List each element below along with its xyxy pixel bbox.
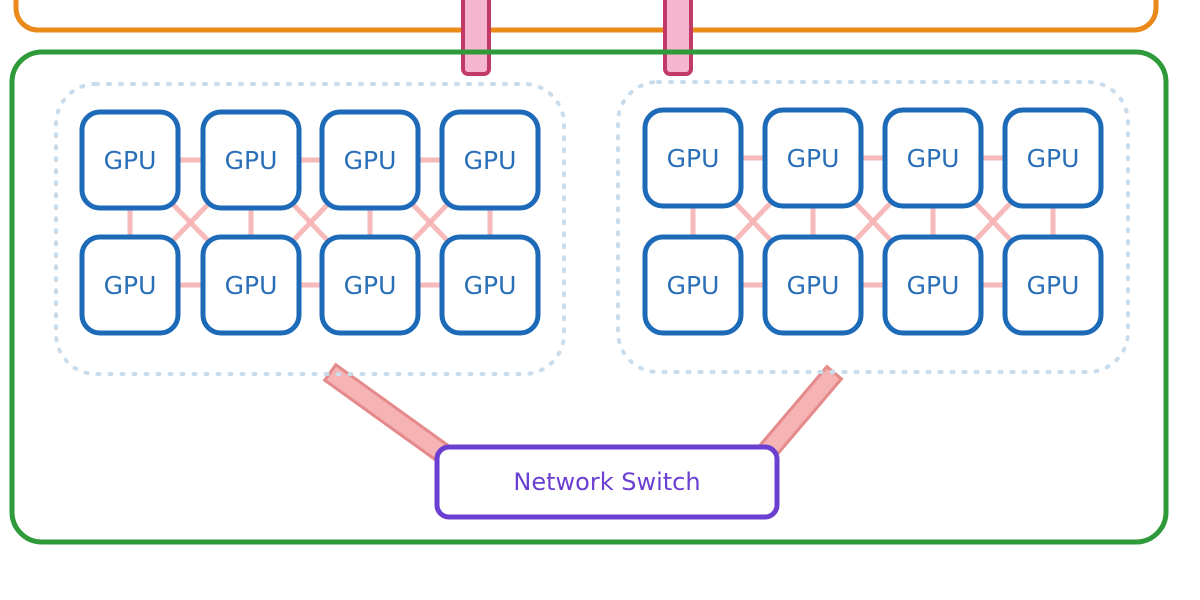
gpu-label: GPU <box>907 271 960 300</box>
gpu-box <box>1002 234 1104 336</box>
gpu-box <box>439 109 541 211</box>
switch-link <box>326 366 464 472</box>
gpu-group: GPU GPU GPU GPU GPU GPU GPU GPU <box>616 80 1130 374</box>
gpu-box <box>200 109 302 211</box>
upper-node-container <box>13 0 1159 33</box>
gpu-box <box>882 107 984 209</box>
gpu-label: GPU <box>667 271 720 300</box>
gpu-box <box>439 234 541 336</box>
gpu-box <box>762 234 864 336</box>
gpu-label: GPU <box>104 271 157 300</box>
gpu-tile: GPU <box>79 234 181 336</box>
gpu-tile: GPU <box>319 109 421 211</box>
gpu-group-boundary <box>54 82 566 376</box>
gpu-tile: GPU <box>200 109 302 211</box>
gpu-label: GPU <box>464 146 517 175</box>
gpu-label: GPU <box>344 146 397 175</box>
network-switch-box <box>434 444 780 520</box>
gpu-tile: GPU <box>1002 107 1104 209</box>
gpu-label: GPU <box>464 271 517 300</box>
gpu-label: GPU <box>787 271 840 300</box>
gpu-tile: GPU <box>762 234 864 336</box>
gpu-label: GPU <box>225 146 278 175</box>
gpu-box <box>1002 107 1104 209</box>
gpu-tile: GPU <box>882 107 984 209</box>
gpu-tile: GPU <box>439 109 541 211</box>
gpu-box <box>79 109 181 211</box>
gpu-label: GPU <box>667 144 720 173</box>
gpu-label: GPU <box>344 271 397 300</box>
gpu-group: GPU GPU GPU GPU GPU GPU GPU GPU <box>54 82 566 376</box>
gpu-tile: GPU <box>642 234 744 336</box>
uplink-connector <box>663 0 693 76</box>
gpu-label: GPU <box>787 144 840 173</box>
gpu-box <box>319 109 421 211</box>
gpu-interconnect-mesh <box>690 155 1056 288</box>
gpu-label: GPU <box>907 144 960 173</box>
gpu-label: GPU <box>104 146 157 175</box>
gpu-tile: GPU <box>762 107 864 209</box>
gpu-tile: GPU <box>439 234 541 336</box>
gpu-box <box>79 234 181 336</box>
network-switch: Network Switch <box>434 444 780 520</box>
gpu-box <box>642 107 744 209</box>
node-container <box>9 49 1169 545</box>
gpu-label: GPU <box>1027 144 1080 173</box>
gpu-group-boundary <box>616 80 1130 374</box>
gpu-tile: GPU <box>200 234 302 336</box>
gpu-box <box>882 234 984 336</box>
network-switch-label: Network Switch <box>513 468 700 496</box>
gpu-box <box>200 234 302 336</box>
gpu-box <box>319 234 421 336</box>
gpu-tile: GPU <box>79 109 181 211</box>
gpu-label: GPU <box>1027 271 1080 300</box>
gpu-tile: GPU <box>319 234 421 336</box>
gpu-tile: GPU <box>1002 234 1104 336</box>
uplink-connector <box>461 0 491 76</box>
gpu-interconnect-mesh <box>127 157 493 288</box>
gpu-box <box>642 234 744 336</box>
gpu-box <box>762 107 864 209</box>
gpu-tile: GPU <box>642 107 744 209</box>
gpu-label: GPU <box>225 271 278 300</box>
gpu-tile: GPU <box>882 234 984 336</box>
